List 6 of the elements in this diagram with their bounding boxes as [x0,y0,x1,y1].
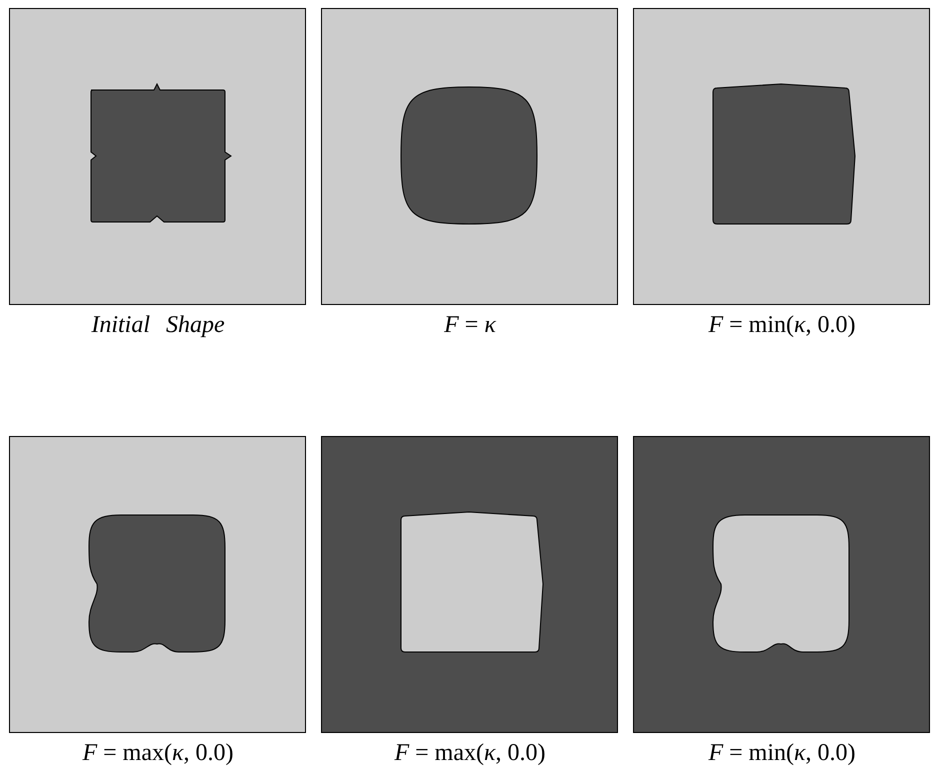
node-label: F = max(κ, 0.0) [394,740,546,767]
node-label: Initial Shape [91,312,225,339]
node-label: F = κ [444,312,496,339]
node-label: F = min(κ, 0.0) [708,740,856,767]
node-label: F = max(κ, 0.0) [82,740,234,767]
node-label: F = min(κ, 0.0) [708,312,856,339]
